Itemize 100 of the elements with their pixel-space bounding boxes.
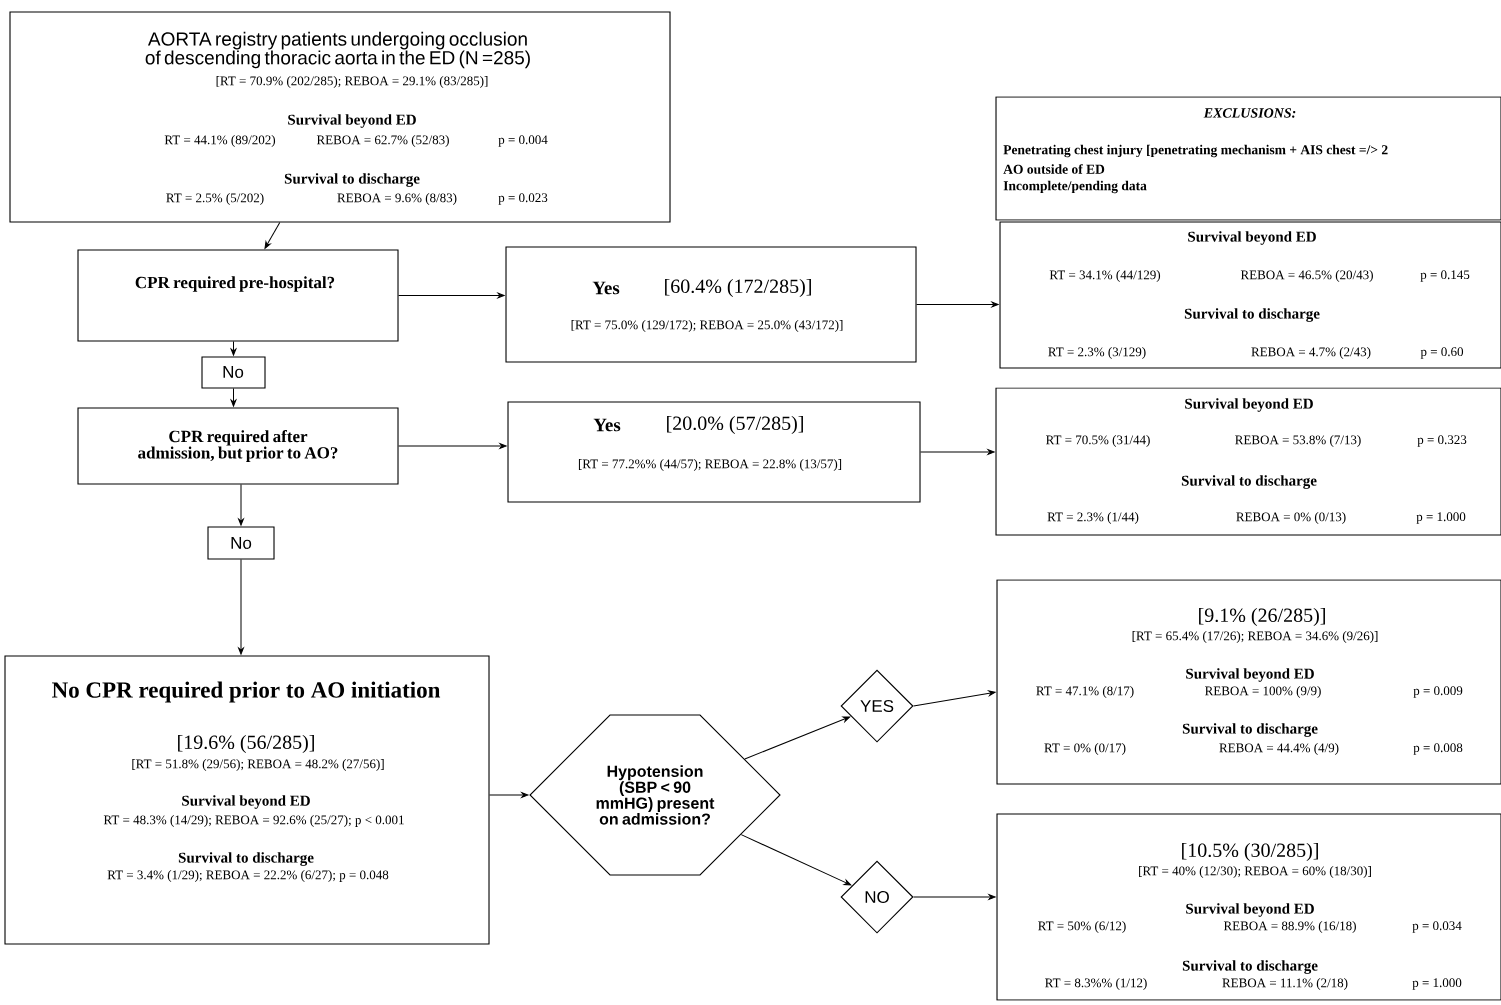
- stat-line: RT = 50% (6/12): [1038, 921, 1126, 933]
- arrow: [489, 792, 529, 798]
- box-text: AO outside of ED: [1003, 164, 1105, 174]
- flowchart-box: [77, 407, 399, 485]
- stat-line: p = 0.034: [1412, 921, 1462, 933]
- arrow: [740, 834, 852, 886]
- stat-line: p = 0.023: [498, 193, 548, 205]
- box-heading: Survival beyond ED: [1186, 903, 1314, 917]
- arrow: [744, 716, 851, 760]
- stat-line: REBOA = 11.1% (2/18): [1222, 978, 1348, 990]
- stat-line: [RT = 51.8% (29/56); REBOA = 48.2% (27/56)]: [132, 759, 384, 771]
- stat-line: RT = 0% (0/17): [1044, 743, 1126, 755]
- arrow: [230, 341, 237, 356]
- arrow: [264, 222, 281, 249]
- box-heading: Survival to discharge: [1182, 723, 1318, 737]
- flowchart-box: [995, 387, 1501, 536]
- stat-line: p = 1.000: [1412, 978, 1462, 990]
- stat-line: p = 0.004: [498, 135, 548, 147]
- stat-line: [RT = 70.9% (202/285); REBOA = 29.1% (83/285)]: [216, 76, 488, 88]
- box-heading: Yes: [592, 281, 620, 295]
- stat-line: RT = 2.3% (1/44): [1047, 512, 1139, 524]
- box-heading: Survival beyond ED: [288, 114, 416, 128]
- stat-line: REBOA = 4.7% (2/43): [1251, 347, 1371, 359]
- arrow: [920, 449, 995, 455]
- flowchart-box: [999, 221, 1501, 369]
- box-heading: Survival to discharge: [178, 852, 314, 866]
- arrow: [230, 388, 237, 407]
- decision-hexagon: [529, 714, 781, 876]
- box-heading: Survival beyond ED: [182, 795, 310, 809]
- box-text: CPR required after admission, but prior to AO?: [138, 430, 338, 462]
- stat-line: p = 0.60: [1420, 347, 1464, 359]
- flowchart-box: [995, 96, 1501, 221]
- stat-line: [RT = 75.0% (129/172); REBOA = 25.0% (43/172)]: [571, 320, 843, 332]
- stat-line: p = 1.000: [1416, 512, 1466, 524]
- stat-line: RT = 3.4% (1/29); REBOA = 22.2% (6/27); p = 0.048: [107, 870, 389, 882]
- stat-line: [RT = 77.2%% (44/57); REBOA = 22.8% (13/57)]: [578, 459, 842, 471]
- stat-line: [RT = 65.4% (17/26); REBOA = 34.6% (9/26)]: [1132, 631, 1378, 643]
- flowchart-box: [505, 246, 917, 363]
- decision-diamond: [840, 860, 914, 934]
- stat-line: REBOA = 62.7% (52/83): [316, 135, 449, 147]
- flowchart-box: [996, 813, 1501, 1001]
- box-heading: [60.4% (172/285)]: [665, 278, 811, 298]
- stat-line: RT = 2.5% (5/202): [166, 193, 264, 205]
- box-text: YES: [860, 700, 894, 713]
- box-heading: Yes: [593, 418, 621, 432]
- flowchart-box: [4, 655, 490, 945]
- stat-line: REBOA = 9.6% (8/83): [337, 193, 457, 205]
- stat-line: p = 0.323: [1417, 435, 1467, 447]
- stat-line: REBOA = 100% (9/9): [1205, 686, 1321, 698]
- stat-line: RT = 70.5% (31/44): [1046, 435, 1150, 447]
- flowchart-box: [507, 401, 921, 503]
- stat-line: RT = 48.3% (14/29); REBOA = 92.6% (25/27); p < 0.001: [103, 815, 404, 827]
- flowchart-box: [9, 11, 671, 223]
- box-text: Incomplete/pending data: [1003, 180, 1147, 194]
- flowchart-box: [996, 579, 1501, 785]
- arrow: [916, 301, 999, 308]
- stat-line: p = 0.008: [1413, 743, 1463, 755]
- arrow: [913, 894, 996, 900]
- box-heading: [19.6% (56/285)]: [178, 734, 314, 754]
- box-heading: Survival to discharge: [284, 173, 420, 187]
- stat-line: p = 0.145: [1420, 270, 1470, 282]
- flowchart-box: [77, 249, 399, 342]
- box-text: No: [223, 366, 244, 378]
- box-heading: No CPR required prior to AO initiation: [52, 681, 441, 703]
- arrow: [398, 292, 505, 299]
- box-heading: EXCLUSIONS:: [1203, 108, 1296, 118]
- stat-line: RT = 8.3%% (1/12): [1045, 978, 1147, 990]
- arrow: [398, 443, 507, 449]
- box-text: NO: [865, 891, 889, 904]
- box-heading: Survival beyond ED: [1185, 398, 1313, 412]
- stat-line: RT = 44.1% (89/202): [164, 135, 276, 147]
- arrow: [913, 690, 996, 707]
- flowchart-box: [207, 526, 275, 560]
- box-heading: Survival to discharge: [1181, 475, 1317, 489]
- stat-line: RT = 2.3% (3/129): [1048, 347, 1146, 359]
- stat-line: REBOA = 53.8% (7/13): [1235, 435, 1361, 447]
- stat-line: RT = 47.1% (8/17): [1036, 686, 1134, 698]
- flowchart-box: [201, 356, 266, 389]
- stat-line: REBOA = 88.9% (16/18): [1223, 921, 1356, 933]
- box-heading: [9.1% (26/285)]: [1199, 607, 1325, 627]
- box-heading: AORTA registry patients undergoing occlusion of descending thoracic aorta in the ED (N =285): [145, 31, 530, 69]
- decision-diamond: [840, 669, 914, 743]
- stat-line: RT = 34.1% (44/129): [1049, 270, 1161, 282]
- arrow: [238, 484, 244, 526]
- box-heading: Survival to discharge: [1182, 960, 1318, 974]
- box-text: Hypotension (SBP < 90 mmHG) present on admission?: [596, 765, 715, 825]
- stat-line: REBOA = 44.4% (4/9): [1219, 743, 1339, 755]
- arrow: [238, 559, 244, 655]
- box-heading: [20.0% (57/285)]: [667, 415, 803, 435]
- stat-line: p = 0.009: [1413, 686, 1463, 698]
- box-heading: Survival beyond ED: [1188, 231, 1316, 245]
- box-heading: Survival to discharge: [1184, 308, 1320, 322]
- box-heading: Survival beyond ED: [1186, 668, 1314, 682]
- stat-line: [RT = 40% (12/30); REBOA = 60% (18/30)]: [1139, 866, 1371, 878]
- box-text: CPR required pre-hospital?: [135, 276, 335, 292]
- box-heading: [10.5% (30/285)]: [1182, 842, 1318, 862]
- box-text: No: [231, 537, 252, 549]
- box-text: Penetrating chest injury [penetrating mechanism + AIS chest =/> 2: [1003, 144, 1388, 158]
- stat-line: REBOA = 46.5% (20/43): [1240, 270, 1373, 282]
- stat-line: REBOA = 0% (0/13): [1236, 512, 1346, 524]
